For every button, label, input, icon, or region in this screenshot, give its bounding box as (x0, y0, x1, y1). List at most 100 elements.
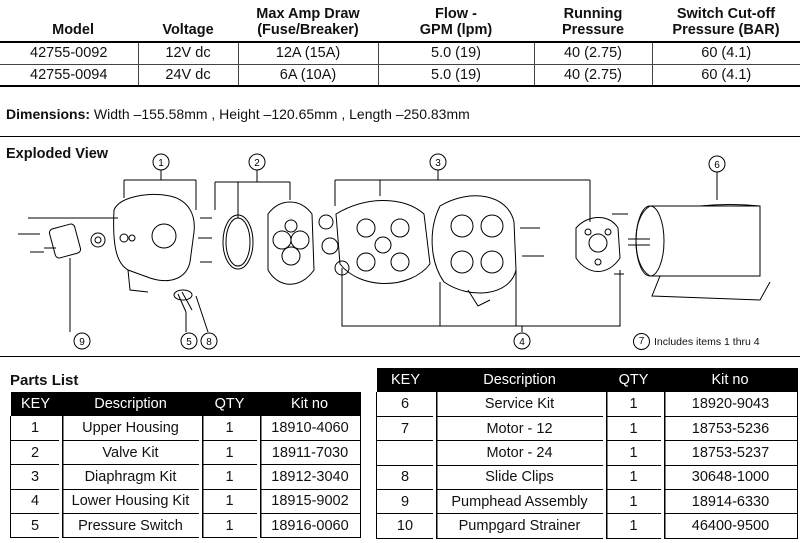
valve-kit-drawing (198, 201, 315, 285)
description-cell: Upper Housing (59, 416, 201, 441)
callout-2-label: 2 (254, 158, 260, 169)
callout-4-label: 4 (519, 337, 525, 348)
qty-cell: 1 (603, 392, 663, 417)
callout-2: 2 (214, 153, 291, 218)
note-number-badge: 7 (633, 333, 650, 350)
spec-flow: 5.0 (19) (377, 63, 534, 87)
callout-3-label: 3 (435, 158, 441, 169)
divider (0, 136, 800, 137)
qty-cell: 1 (199, 440, 259, 466)
spec-voltage: 12V dc (137, 41, 238, 64)
qty-cell: 1 (199, 416, 259, 441)
dimensions-line: Dimensions: Width –155.58mm , Height –12… (6, 106, 470, 122)
spec-running: 40 (2.75) (533, 63, 652, 87)
header-description: Description (434, 368, 605, 392)
kit-cell: 18912-3040 (257, 464, 361, 490)
exploded-view-title: Exploded View (6, 146, 109, 162)
kit-cell: 18911-7030 (257, 440, 361, 466)
key-cell: 3 (10, 464, 61, 490)
qty-cell: 1 (603, 513, 663, 539)
kit-cell: 18920-9043 (661, 392, 798, 417)
lower-housing-drawing (431, 195, 544, 307)
motor-note: 7 Includes items 1 thru 4 (633, 333, 760, 350)
dimensions-text: Width –155.58mm , Height –120.65mm , Len… (93, 106, 470, 122)
spec-header-model: Model (0, 4, 138, 43)
kit-cell: 18916-0060 (257, 513, 361, 539)
parts-header-row: KEY Description QTY Kit no (376, 368, 798, 392)
callout-4: 4 (341, 268, 621, 350)
header-kit: Kit no (662, 368, 798, 392)
header-key: KEY (10, 392, 61, 416)
key-cell: 10 (376, 513, 435, 539)
wobble-plate-drawing (575, 213, 628, 275)
spec-row: 42755-0094 24V dc 6A (10A) 5.0 (19) 40 (… (0, 63, 800, 87)
callout-1: 1 (123, 153, 197, 210)
kit-cell: 18753-5236 (661, 416, 798, 442)
key-cell: 8 (376, 465, 435, 491)
header-qty: QTY (200, 392, 259, 416)
qty-cell: 1 (603, 416, 663, 442)
header-description: Description (60, 392, 201, 416)
spec-header-amp: Max Amp Draw(Fuse/Breaker) (238, 4, 378, 43)
note-text: Includes items 1 thru 4 (654, 335, 760, 348)
callout-6: 5 (180, 312, 198, 350)
exploded-view-diagram: 1 2 3 6 (18, 153, 771, 350)
kit-cell: 30648-1000 (661, 465, 798, 491)
qty-cell: 1 (199, 513, 259, 539)
callout-8-label: 8 (206, 337, 212, 348)
pumpgard-strainer-drawing (18, 217, 118, 259)
key-cell: 1 (10, 416, 61, 441)
spec-running: 40 (2.75) (533, 41, 652, 64)
spec-flow: 5.0 (19) (377, 41, 534, 64)
qty-cell: 1 (603, 489, 663, 515)
kit-cell: 18914-6330 (661, 489, 798, 515)
kit-cell: 18753-5237 (661, 440, 798, 466)
description-cell: Slide Clips (433, 465, 605, 491)
motor-drawing (628, 204, 771, 301)
spec-header-row: Model Voltage Max Amp Draw(Fuse/Breaker)… (0, 4, 800, 43)
callout-9-label: 9 (79, 337, 85, 348)
description-cell: Service Kit (433, 392, 605, 417)
kit-cell: 18915-9002 (257, 489, 361, 515)
key-cell: 9 (376, 489, 435, 515)
description-cell: Pumphead Assembly (433, 489, 605, 515)
description-cell: Lower Housing Kit (59, 489, 201, 515)
callout-9: 9 (69, 258, 91, 350)
key-cell (376, 440, 435, 466)
qty-cell: 1 (603, 465, 663, 491)
header-key: KEY (376, 368, 435, 392)
spec-model: 42755-0092 (0, 41, 138, 64)
header-qty: QTY (604, 368, 663, 392)
kit-cell: 18910-4060 (257, 416, 361, 441)
key-cell: 2 (10, 440, 61, 466)
description-cell: Valve Kit (59, 440, 201, 466)
spec-amp: 6A (10A) (237, 63, 378, 87)
parts-header-row: KEY Description QTY Kit no (10, 392, 361, 416)
key-cell: 7 (376, 416, 435, 442)
qty-cell: 1 (603, 440, 663, 466)
spec-table: Model Voltage Max Amp Draw(Fuse/Breaker)… (0, 4, 800, 87)
parts-list-title: Parts List (10, 372, 79, 389)
upper-housing-drawing (113, 194, 195, 313)
diaphragm-kit-drawing (318, 200, 431, 284)
spec-voltage: 24V dc (137, 63, 238, 87)
description-cell: Diaphragm Kit (59, 464, 201, 490)
header-kit: Kit no (258, 392, 361, 416)
spec-header-flow: Flow -GPM (lpm) (378, 4, 534, 43)
qty-cell: 1 (199, 464, 259, 490)
callout-6-label: 5 (186, 337, 192, 348)
description-cell: Motor - 12 (433, 416, 605, 442)
